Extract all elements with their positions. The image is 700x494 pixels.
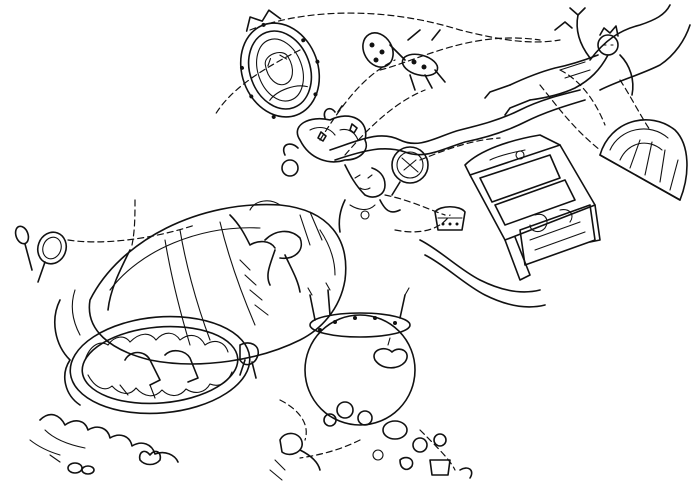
hair-ornaments <box>317 105 358 142</box>
petticoat-oval <box>69 315 260 415</box>
spoon-and-mirror <box>14 225 68 283</box>
hand-mirror <box>391 146 429 196</box>
flying-man <box>484 7 634 116</box>
wavy-streamers <box>329 4 691 308</box>
ballgown-dress <box>54 200 347 406</box>
fan-screen <box>599 119 688 201</box>
round-drum <box>304 282 416 427</box>
ruffled-hem <box>29 413 179 475</box>
woman-head <box>281 107 401 233</box>
secretary-desk <box>464 134 601 281</box>
flying-chair <box>362 29 446 91</box>
small-crown <box>434 205 466 231</box>
scattered-objects <box>269 420 473 481</box>
motion-trails <box>67 12 651 471</box>
oval-portrait-frame <box>239 9 321 119</box>
